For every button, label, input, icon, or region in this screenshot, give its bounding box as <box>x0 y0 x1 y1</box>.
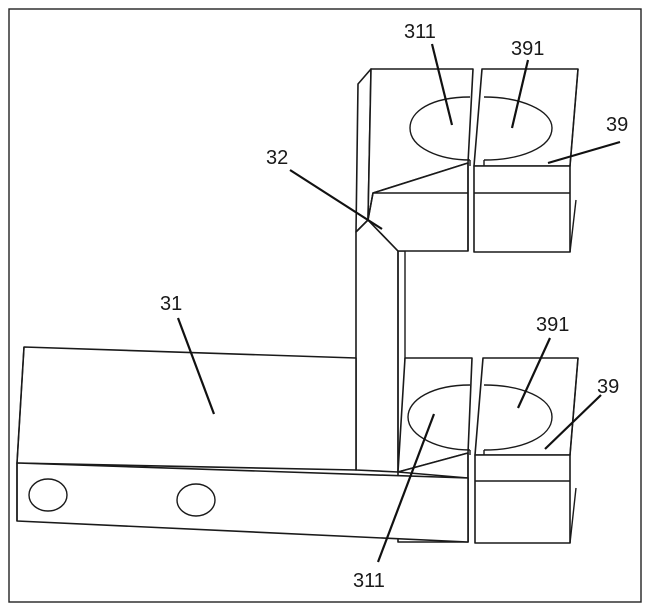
leader-32 <box>289 169 383 230</box>
base-plate-31 <box>16 346 469 543</box>
leader-39-top <box>547 140 621 165</box>
clamp-bottom-39 <box>397 357 579 544</box>
drawing-frame <box>8 8 642 603</box>
leader-311-top <box>430 43 454 126</box>
clamp-top-39 <box>367 68 579 253</box>
label-391-top: 391 <box>511 38 544 60</box>
label-311-top: 311 <box>404 21 436 43</box>
leader-39-bottom <box>544 394 602 450</box>
leader-311-bottom <box>376 413 436 563</box>
mounting-hole-right <box>176 483 216 517</box>
mounting-hole-left <box>28 478 68 512</box>
leader-lines <box>176 43 621 563</box>
leader-391-bottom <box>516 337 552 409</box>
label-311-bottom: 311 <box>353 570 385 592</box>
label-39-top: 39 <box>606 114 628 136</box>
leader-31 <box>176 317 216 415</box>
column-32 <box>355 68 406 473</box>
label-391-bottom: 391 <box>536 314 569 336</box>
label-32: 32 <box>266 147 288 169</box>
leader-391-top <box>510 59 530 129</box>
label-31: 31 <box>160 293 182 315</box>
label-39-bottom: 39 <box>597 376 619 398</box>
